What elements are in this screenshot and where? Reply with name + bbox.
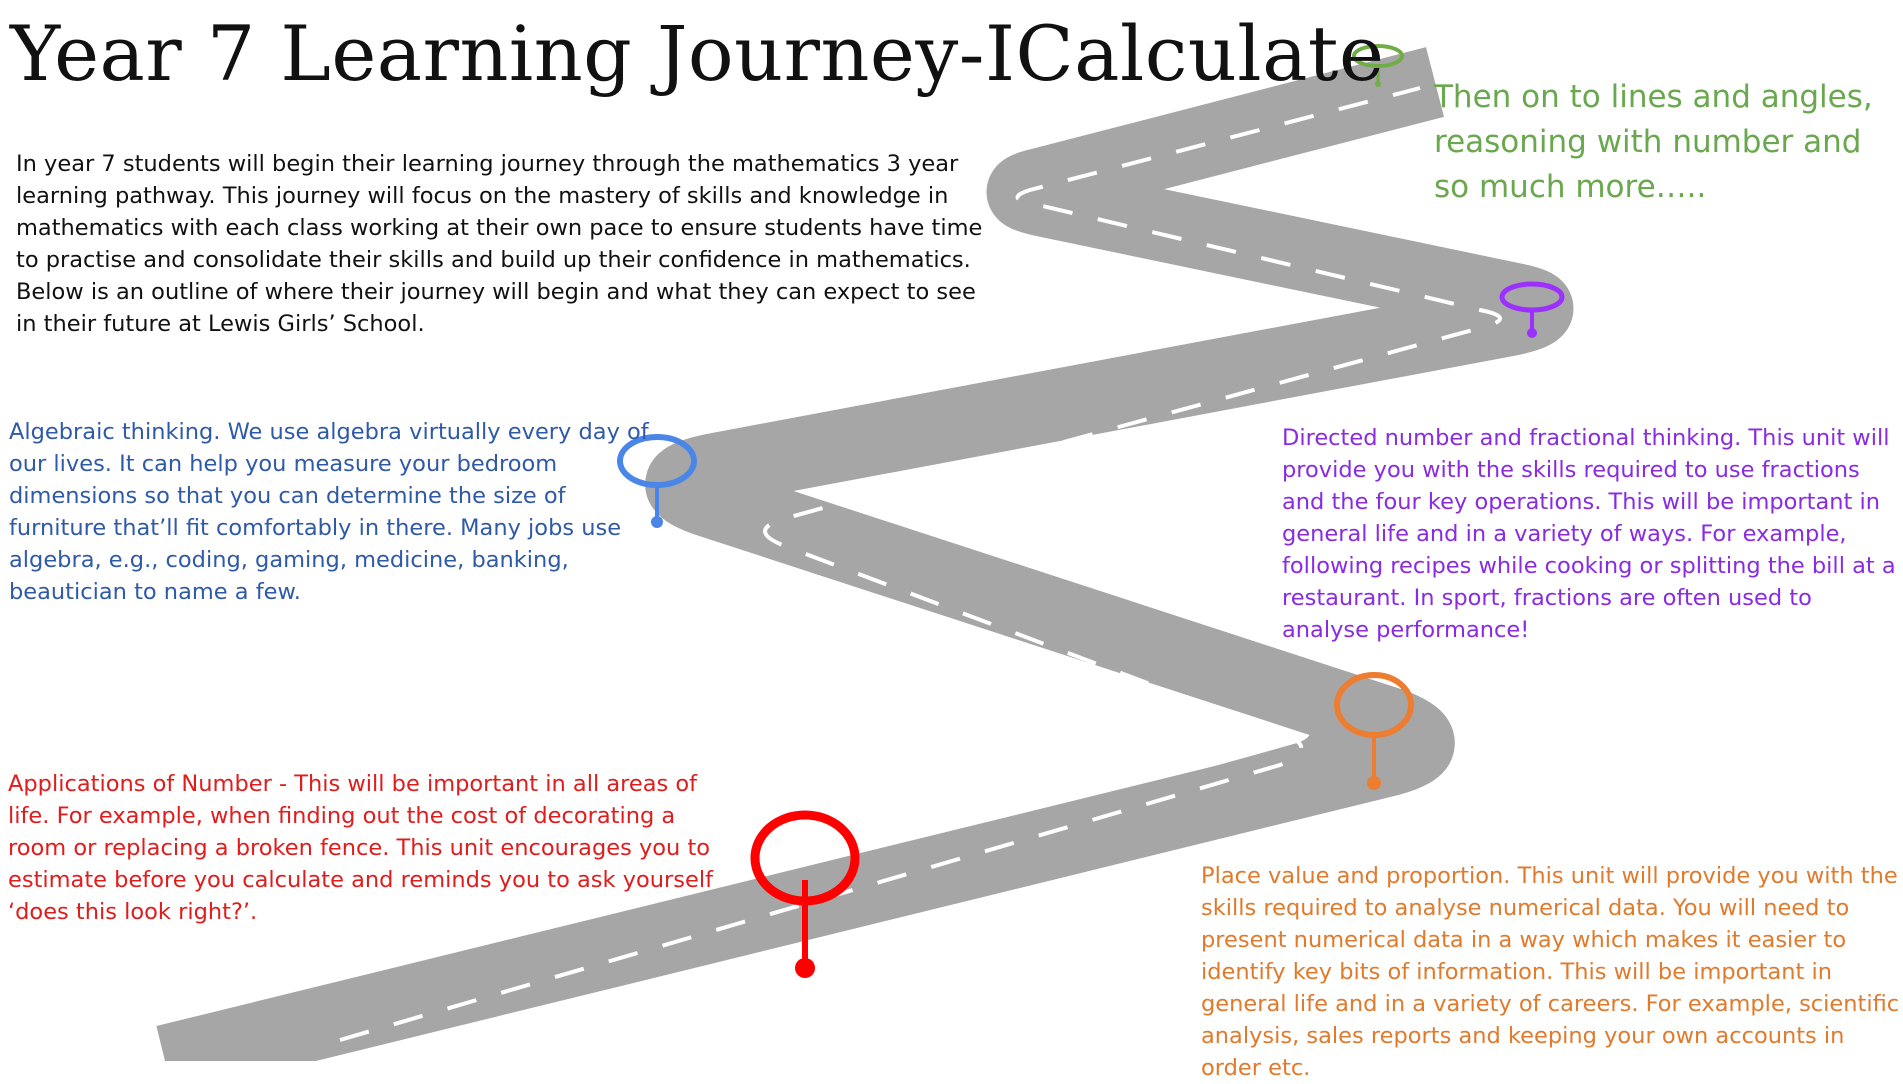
road-lane-marking [339, 86, 1502, 1042]
page-title: Year 7 Learning Journey-ICalculate [10, 9, 1385, 98]
directed-number-text: Directed number and fractional thinking.… [1282, 425, 1896, 643]
algebraic-thinking-text: Algebraic thinking. We use algebra virtu… [9, 419, 649, 605]
journey-road-illustration [156, 44, 1574, 1061]
applications-of-number-text: Applications of Number - This will be im… [8, 771, 714, 925]
map-pin-icon [617, 434, 697, 528]
map-pin-icon [1499, 281, 1565, 338]
intro-paragraph: In year 7 students will begin their lear… [16, 151, 983, 337]
map-pin-icon [750, 810, 860, 978]
road-stroke [156, 47, 1574, 1061]
place-value-text: Place value and proportion. This unit wi… [1201, 863, 1900, 1081]
map-pin-icon [1352, 44, 1404, 87]
map-pin-icon [1334, 672, 1414, 790]
lines-and-angles-text: Then on to lines and angles, reasoning w… [1434, 79, 1873, 205]
